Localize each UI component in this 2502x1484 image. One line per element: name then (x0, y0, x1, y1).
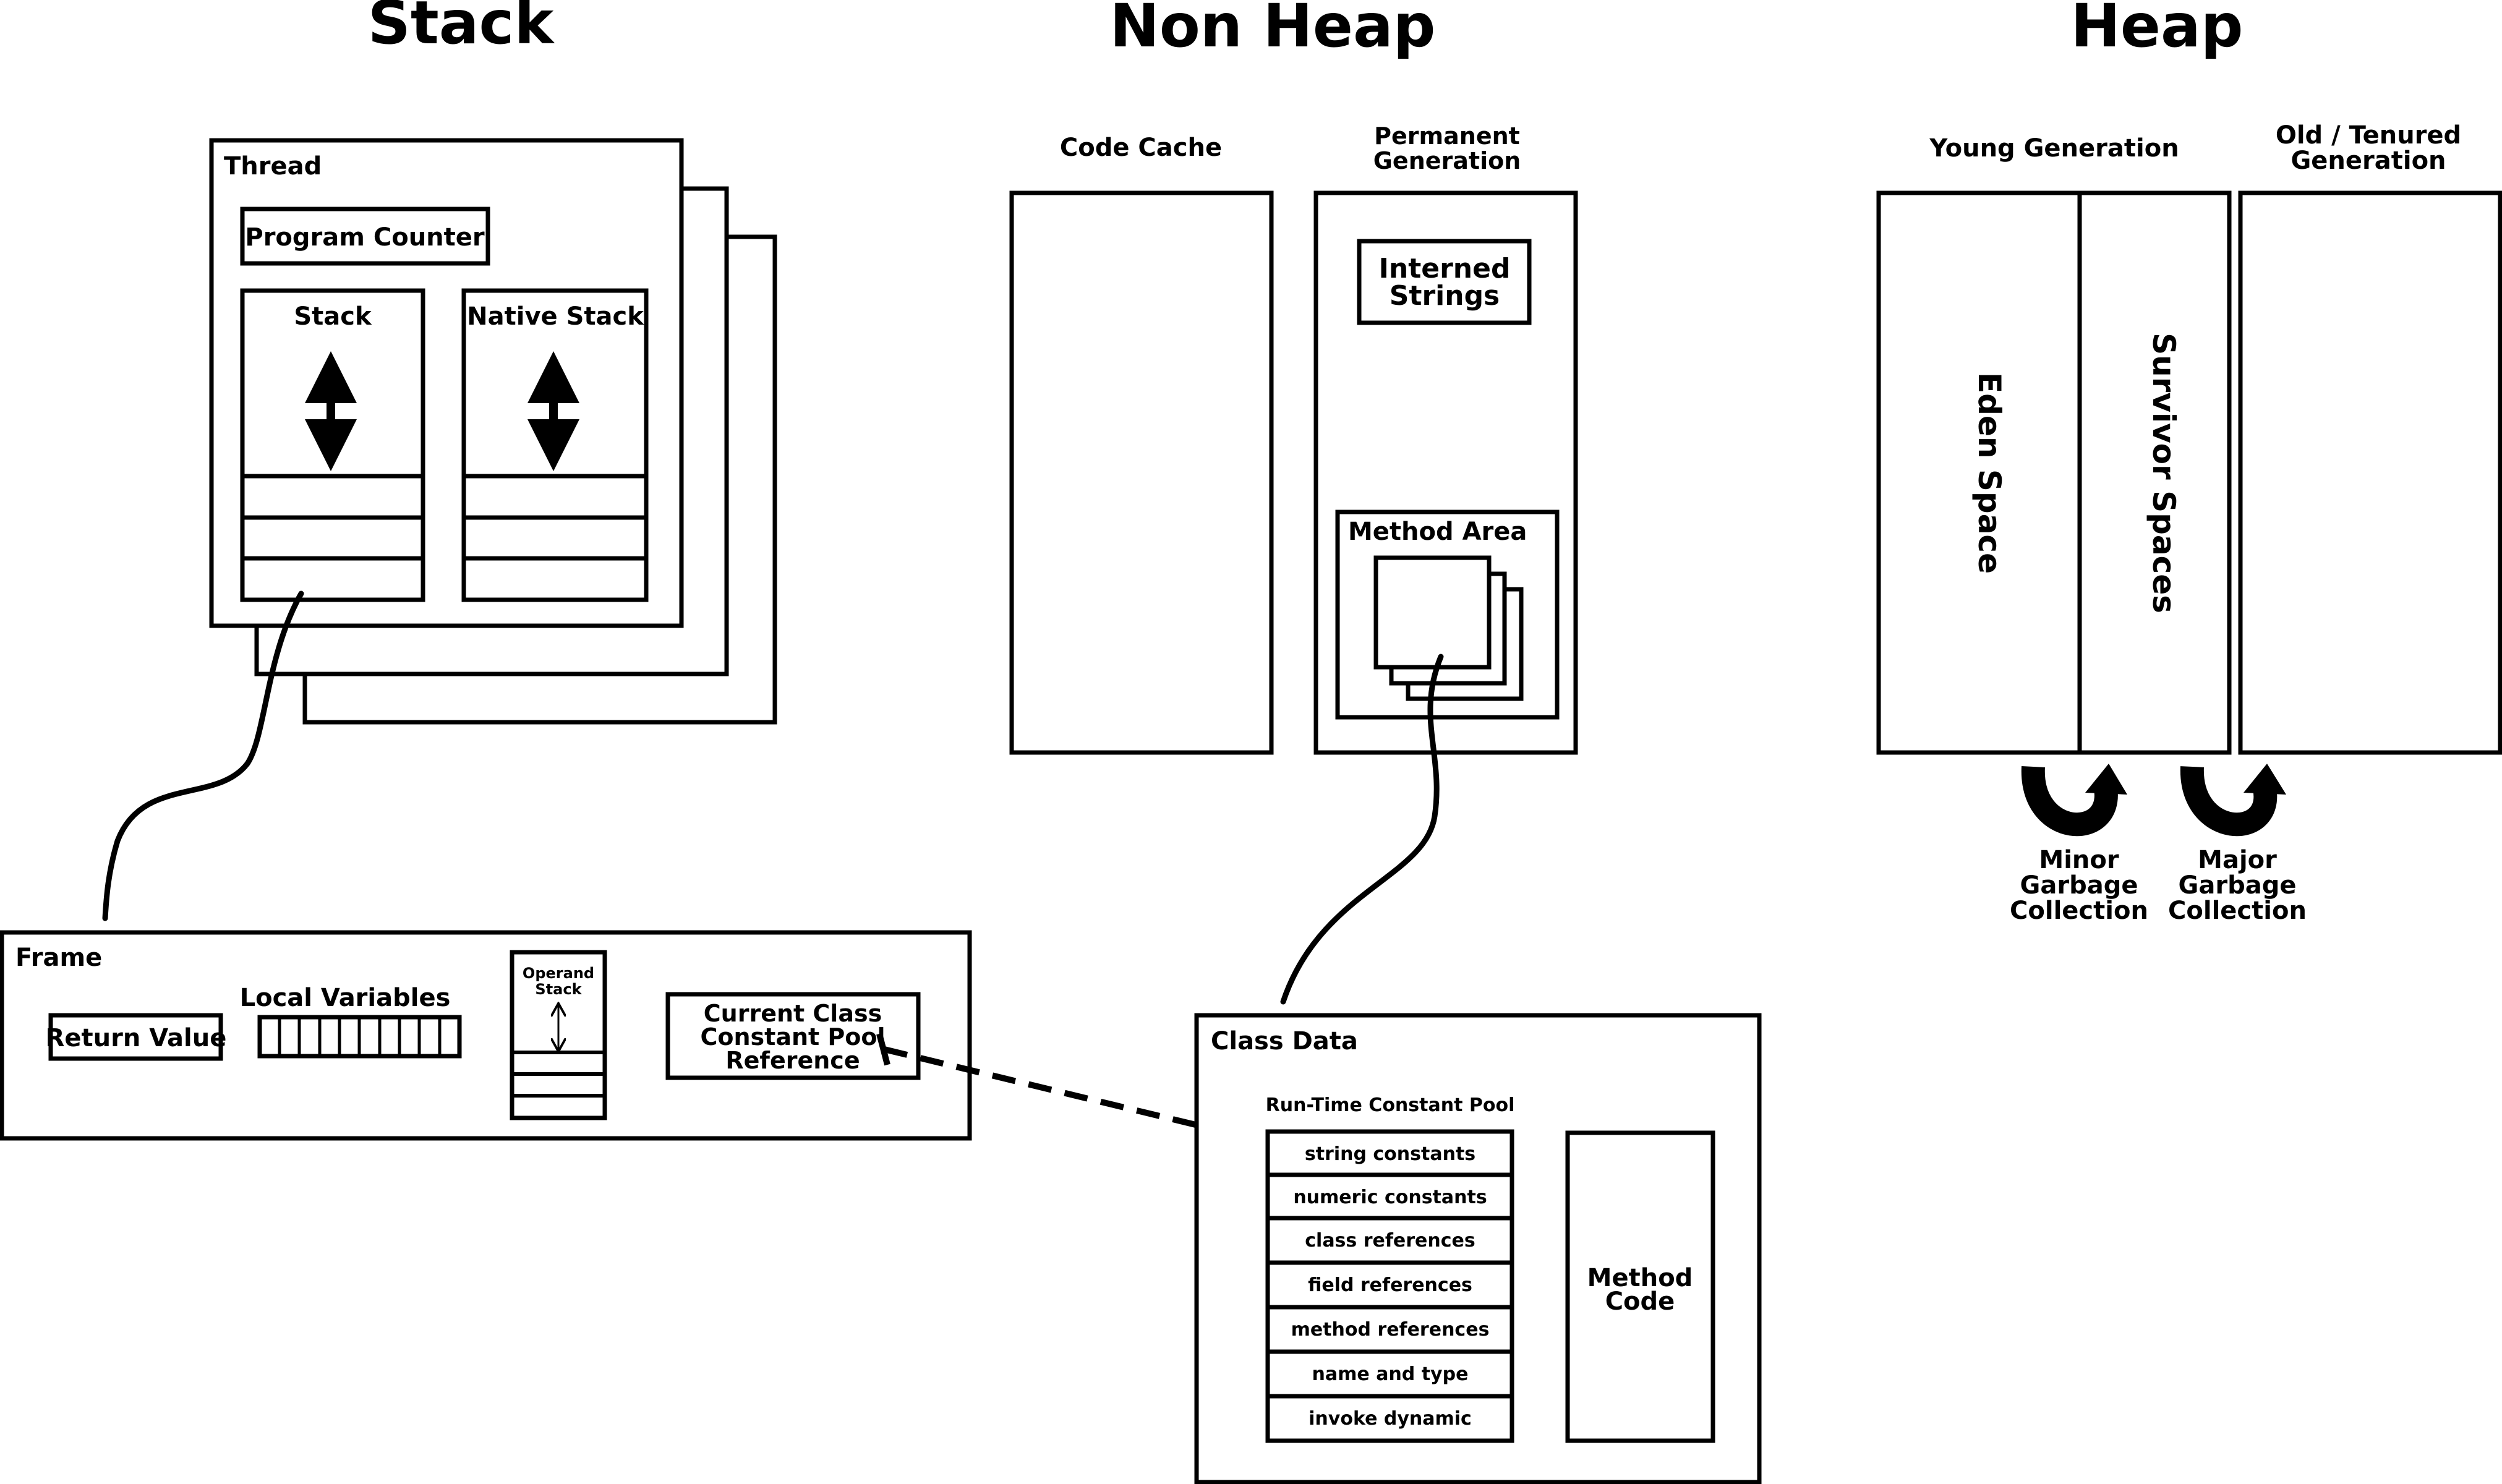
native-stack-label: Native Stack (467, 302, 644, 331)
rtcp-item-box (1265, 1349, 1514, 1399)
local-variables-label: Local Variables (240, 984, 451, 1012)
heap-section-title: Heap (2071, 0, 2244, 61)
operand-stack-label-line1: Operand (523, 965, 594, 982)
rtcp-item-name-and-type: name and type (1312, 1363, 1469, 1385)
rtcp-item-method-references: method references (1291, 1319, 1490, 1341)
young-generation-label: Young Generation (1929, 134, 2179, 163)
permanent-generation-label-line2: Generation (1373, 147, 1521, 174)
interned-strings-label-line2: Strings (1390, 280, 1500, 312)
code-cache-label: Code Cache (1060, 134, 1222, 162)
major-gc-label-line1: Major (2198, 846, 2277, 874)
rtcp-item-box (1265, 1260, 1514, 1310)
current-class-constant-pool-reference-box (665, 992, 921, 1080)
minor-gc-label-line1: Minor (2039, 846, 2119, 874)
major-gc-label-line2: Garbage (2179, 871, 2297, 900)
local-variables-slots (257, 1015, 462, 1059)
major-gc-label-line3: Collection (2168, 897, 2307, 925)
return-value-label: Return Value (46, 1024, 227, 1052)
method-area-card-1 (1373, 555, 1492, 670)
rtcp-item-field-references: field references (1308, 1274, 1472, 1296)
run-time-constant-pool-list: string constants numeric constants class… (1265, 1129, 1514, 1443)
non-heap-section-title: Non Heap (1109, 0, 1435, 61)
method-area-label: Method Area (1348, 518, 1527, 546)
rtcp-item-box (1265, 1172, 1514, 1221)
eden-space-label: Eden Space (1971, 372, 2007, 574)
operand-stack-box (510, 950, 607, 1120)
class-data-title: Class Data (1211, 1027, 1358, 1055)
code-cache-box (1009, 190, 1274, 755)
young-generation-box (1876, 190, 2232, 755)
rtcp-item-box (1265, 1305, 1514, 1354)
permanent-generation-label-line1: Permanent (1374, 122, 1520, 150)
survivor-spaces-label: Survivor Spaces (2146, 333, 2182, 613)
program-counter-box (240, 207, 490, 266)
method-code-box (1565, 1130, 1715, 1443)
rtcp-item-invoke-dynamic: invoke dynamic (1309, 1408, 1472, 1430)
method-code-label-line2: Code (1605, 1287, 1675, 1316)
rtcp-item-numeric-constants: numeric constants (1293, 1187, 1487, 1208)
stack-section-title: Stack (368, 0, 555, 58)
old-generation-box (2238, 190, 2502, 755)
operand-stack-label-line2: Stack (535, 981, 582, 998)
rtcp-item-string-constants: string constants (1305, 1143, 1475, 1165)
minor-gc-arrow-icon (2021, 764, 2127, 837)
return-value-box (48, 1013, 223, 1061)
thread-stack-label: Stack (294, 302, 372, 331)
thread-title: Thread (224, 152, 322, 181)
current-class-ref-line2: Constant Pool (700, 1023, 885, 1051)
minor-gc-label-line3: Collection (2010, 897, 2148, 925)
program-counter-label: Program Counter (245, 223, 485, 252)
major-gc-arrow-icon (2180, 764, 2286, 837)
stack-to-frame-connector (102, 591, 304, 921)
method-code-label-line1: Method (1587, 1264, 1693, 1292)
method-area-to-class-data-connector (1280, 654, 1444, 1005)
old-generation-label-line2: Generation (2291, 147, 2446, 175)
interned-strings-label-line1: Interned (1379, 253, 1511, 284)
minor-gc-label-line2: Garbage (2020, 871, 2138, 900)
run-time-constant-pool-label: Run-Time Constant Pool (1266, 1094, 1515, 1116)
interned-strings-box (1357, 239, 1532, 325)
rtcp-item-class-references: class references (1305, 1230, 1475, 1252)
current-class-ref-line1: Current Class (704, 1000, 882, 1027)
rtcp-item-box (1265, 1394, 1514, 1443)
frame-title: Frame (15, 944, 102, 972)
old-generation-label-line1: Old / Tenured (2276, 121, 2461, 150)
current-class-ref-line3: Reference (725, 1047, 860, 1074)
